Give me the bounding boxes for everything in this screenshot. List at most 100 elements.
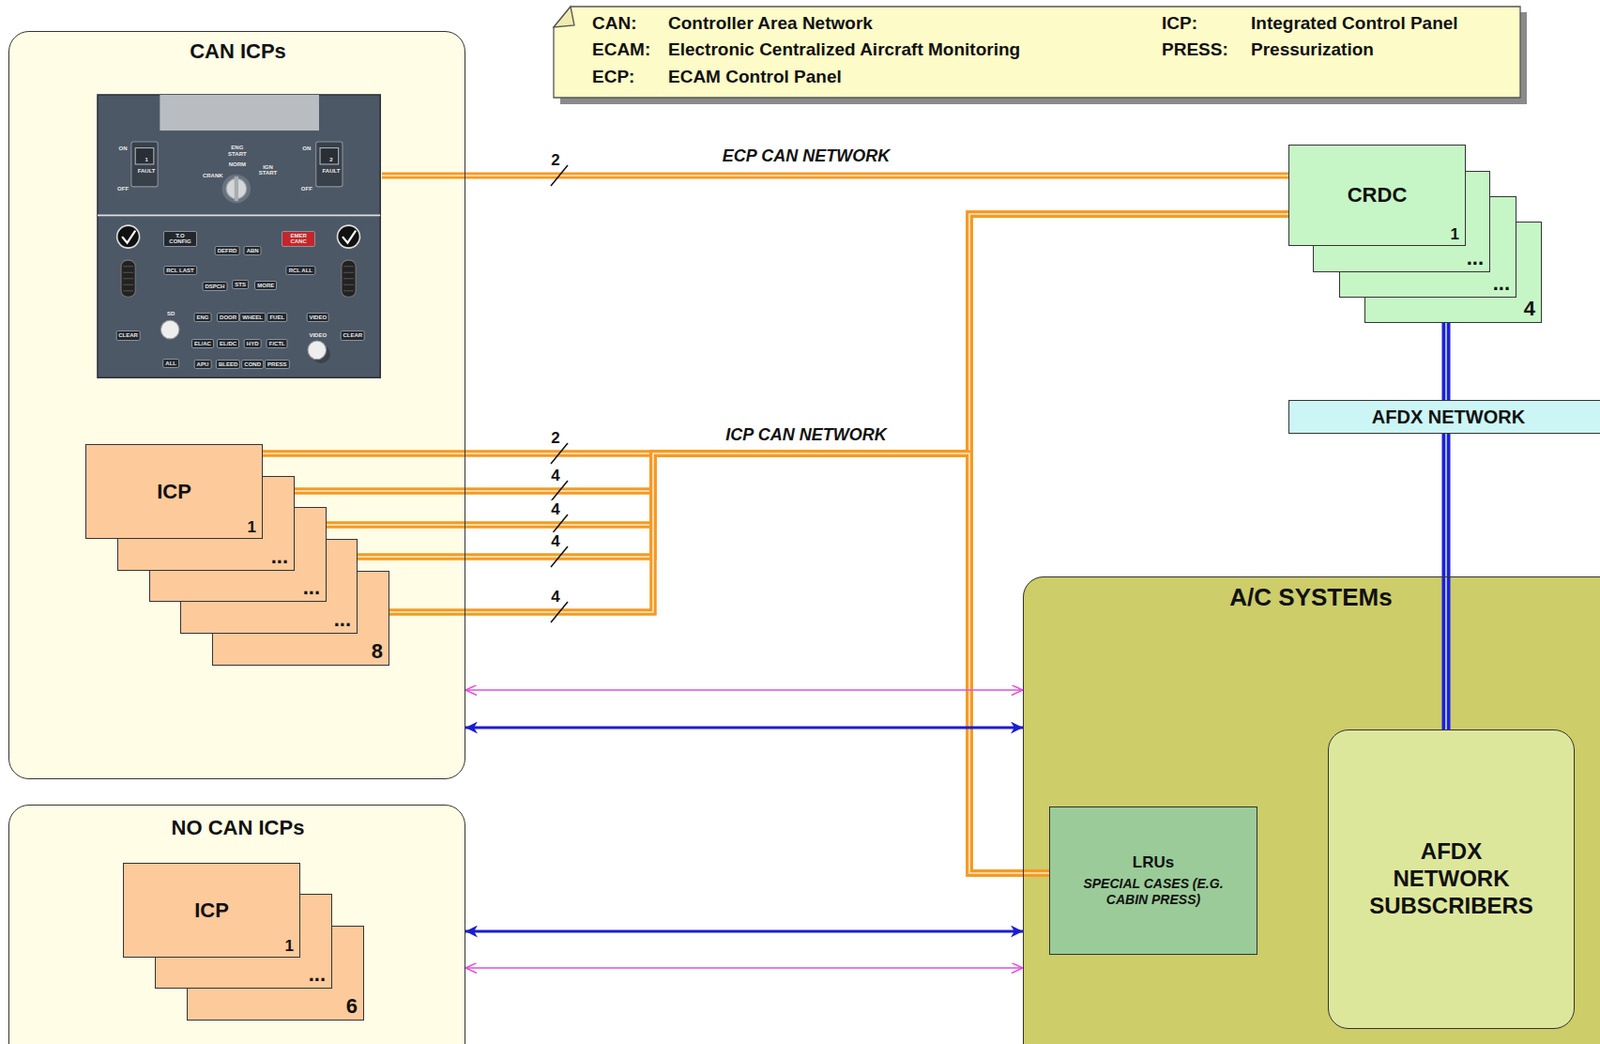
connector <box>294 453 1050 873</box>
panel-marking: OFF <box>301 185 313 192</box>
connector-line <box>1442 433 1451 730</box>
node-text: CAN: <box>592 13 638 35</box>
button-legend: CLEAR <box>115 330 141 340</box>
text-slot: ENG <box>193 305 212 323</box>
group-fill <box>8 804 466 1044</box>
panel-marking: IGN START <box>254 164 283 177</box>
button-legend: DSPCH <box>201 281 228 291</box>
text-column: AFDX NETWORK SUBSCRIBERS <box>1328 730 1574 1028</box>
node-text: SPECIAL CASES (E.G. CABIN PRESS) <box>1081 875 1225 908</box>
text-slot: ON <box>119 137 128 154</box>
button-legend: EL/DC <box>216 338 240 349</box>
label-slot: 4 <box>549 466 561 486</box>
connector <box>465 689 1023 691</box>
button-legend: APU <box>194 359 213 369</box>
text-slot: RCL ALL <box>286 259 316 276</box>
text-slot: CLEAR <box>115 323 141 341</box>
node-text: Pressurization <box>1250 39 1374 61</box>
text-slot: T.O CONFIG <box>163 229 198 247</box>
text-slot: F/CTL <box>266 332 289 350</box>
text-slot: 8 <box>371 639 383 664</box>
text-slot: STS <box>231 273 249 290</box>
connector <box>262 213 1289 454</box>
text-column: AFDX NETWORK <box>1289 400 1600 433</box>
text-slot: IGN START <box>254 161 283 179</box>
connector-line <box>357 453 1050 873</box>
label-slot: ECP CAN NETWORK <box>718 146 894 168</box>
panel-marking: OFF <box>117 185 129 192</box>
node-text: 4 <box>1523 296 1536 321</box>
connector <box>357 453 1050 873</box>
connector-line <box>294 453 1050 873</box>
text-slot: ECP: <box>592 66 635 89</box>
button-legend: MORE <box>254 280 277 290</box>
text-slot: 1 <box>285 936 294 956</box>
tick-slash <box>550 165 568 623</box>
text-slot: ICP <box>156 478 192 503</box>
button-legend: PRESS <box>264 359 290 369</box>
node-text: 1 <box>1450 225 1460 244</box>
text-slot: HYD <box>243 332 262 350</box>
node-text: Electronic Centralized Aircraft Monitori… <box>668 39 1021 61</box>
text-slot: MORE <box>254 274 277 291</box>
lru-box: LRUsSPECIAL CASES (E.G. CABIN PRESS) <box>1049 806 1258 955</box>
text-slot: APU <box>194 352 213 370</box>
button-legend: ENG <box>193 312 212 322</box>
button-legend: RCL LAST <box>163 265 198 275</box>
abbreviation-note: CAN:Controller Area NetworkICP:Integrate… <box>553 6 1521 98</box>
connector-line <box>357 213 1289 557</box>
text-slot: 4 <box>1523 296 1536 321</box>
connector-core <box>389 213 1289 612</box>
connector <box>1446 322 1448 400</box>
connector-core <box>357 213 1289 557</box>
text-slot: Pressurization <box>1250 39 1374 61</box>
note-fill <box>553 6 1521 98</box>
note-fold <box>553 6 575 28</box>
icp-box: ICP1 <box>85 443 263 539</box>
button-legend: VIDEO <box>305 312 330 322</box>
text-slot: BLEED <box>215 352 241 370</box>
button-legend: STS <box>231 279 249 290</box>
button-legend: RCL ALL <box>286 265 316 275</box>
label-slot: ICP CAN NETWORK <box>721 425 890 446</box>
text-slot: Controller Area Network <box>668 13 873 35</box>
button-legend: F/CTL <box>266 338 289 349</box>
bus-width: 2 <box>549 151 561 170</box>
text-slot: EL/AC <box>191 332 214 350</box>
node-text: ECAM: <box>592 39 651 61</box>
panel-marking: CRANK <box>202 172 224 179</box>
node-text: AFDX NETWORK <box>1371 405 1525 428</box>
text-slot: EL/DC <box>216 332 240 350</box>
connector-line <box>389 453 1050 873</box>
bus-width: 4 <box>549 532 561 551</box>
node-text: ECAM Control Panel <box>668 66 842 89</box>
node-text: A/C SYSTEMs <box>1229 582 1392 612</box>
connector-core <box>326 453 1050 873</box>
node-text: ... <box>303 575 320 600</box>
text-slot: FAULT <box>321 159 340 177</box>
connector-line <box>262 213 1289 454</box>
text-slot: FAULT <box>137 159 156 177</box>
node-text: Integrated Control Panel <box>1250 13 1459 35</box>
connector-core <box>294 453 1050 873</box>
text-slot: DEFRD <box>214 239 241 257</box>
connector-core <box>294 213 1289 491</box>
panel-marking: FAULT <box>321 167 340 174</box>
node-text: PRESS: <box>1161 39 1229 61</box>
text-slot: 6 <box>346 993 358 1019</box>
text-slot: ... <box>334 607 351 632</box>
text-slot: PRESS: <box>1161 39 1229 61</box>
panel-marking: VIDEO <box>308 332 327 338</box>
panel-marking: 2 <box>329 156 333 163</box>
button-legend: EMER CANC <box>281 230 316 247</box>
connector-line <box>465 726 1023 730</box>
node-text: ICP <box>156 478 192 503</box>
group-panel: CAN ICPsON1FAULTOFFENG STARTNORMCRANKIGN… <box>8 30 466 779</box>
connector-line <box>326 213 1289 525</box>
text-slot: EMER CANC <box>281 229 316 247</box>
text-slot: NORM <box>228 152 246 170</box>
network-band: AFDX NETWORK <box>1288 399 1600 434</box>
panel-marking: SD <box>167 310 175 317</box>
connector-line <box>381 172 1289 180</box>
text-slot: PRESS <box>264 352 290 370</box>
